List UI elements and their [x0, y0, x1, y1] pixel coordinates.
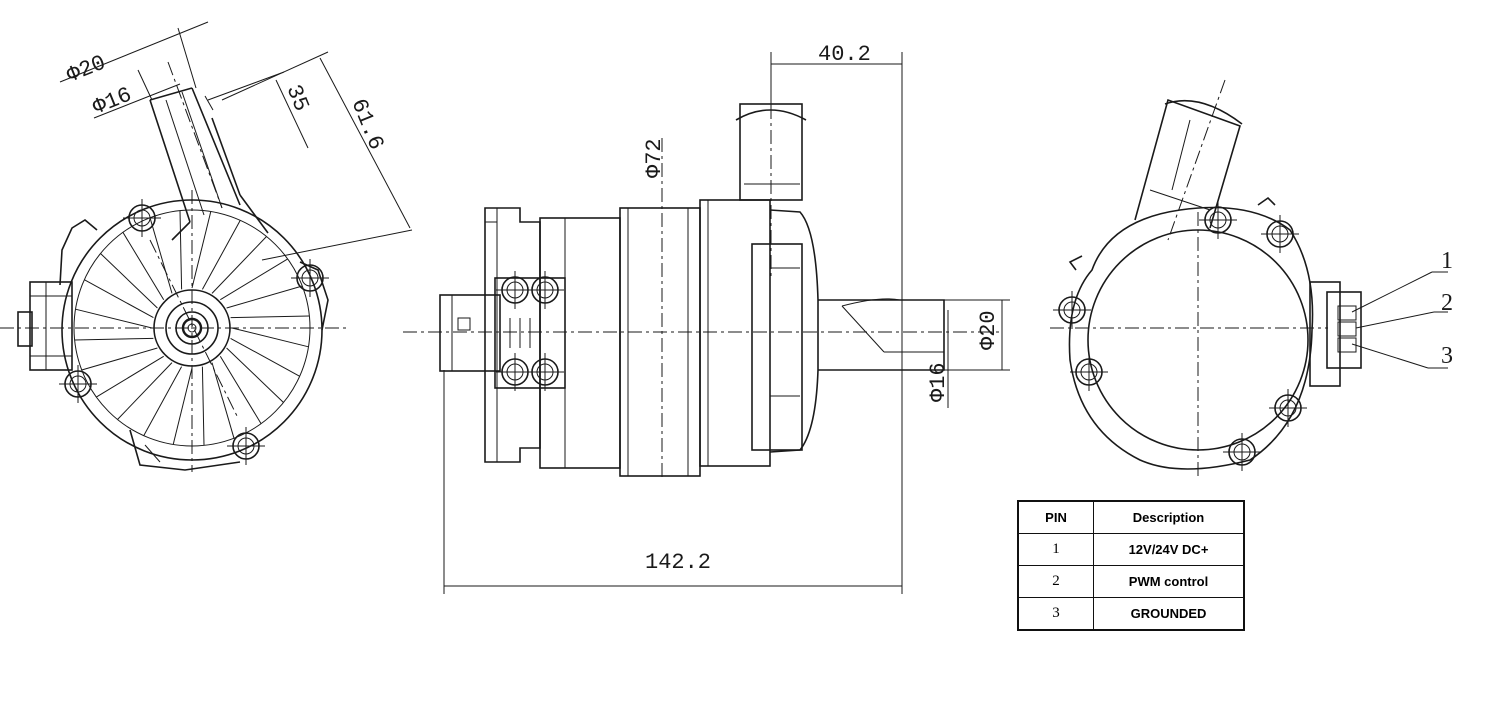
pin-callout-3: 3	[1441, 343, 1453, 369]
impeller-fin	[230, 337, 300, 377]
pin-number: 3	[1017, 597, 1094, 631]
impeller-fin	[191, 211, 212, 289]
table-row: 2 PWM control	[1017, 565, 1245, 598]
impeller-fin	[122, 232, 165, 300]
impeller-fin	[172, 367, 193, 445]
dim-402: 40.2	[818, 42, 871, 67]
dim-dia16-left: Φ16	[89, 82, 135, 120]
dim-35: 35	[281, 81, 314, 115]
pin-description-table: PIN Description 1 12V/24V DC+ 2 PWM cont…	[1017, 500, 1245, 631]
pin-description: PWM control	[1093, 565, 1245, 598]
impeller-fin	[143, 366, 183, 436]
pin-description: 12V/24V DC+	[1093, 533, 1245, 566]
rear-screw-1	[1198, 200, 1238, 240]
pin-callout-2: 2	[1441, 290, 1453, 316]
pin-number: 1	[1017, 533, 1094, 566]
side-pump-head	[699, 199, 771, 467]
front-housing	[17, 199, 329, 471]
rear-screw-3	[1052, 290, 1092, 330]
rear-connector	[1326, 291, 1362, 369]
impeller-fin	[230, 315, 310, 319]
side-rear-cover	[539, 217, 621, 469]
impeller-fin	[96, 355, 164, 398]
front-screw-right	[290, 258, 330, 298]
dim-dia20-right: Φ20	[976, 310, 1001, 350]
pin-description: GROUNDED	[1093, 597, 1245, 631]
impeller-fin	[149, 217, 173, 294]
impeller-fin	[75, 308, 153, 329]
side-screw-2	[525, 270, 565, 310]
pin-callout-1: 1	[1441, 248, 1453, 274]
pin-table-header: PIN Description	[1017, 500, 1245, 534]
side-right-inlet	[818, 299, 945, 371]
impeller-fin	[84, 279, 154, 319]
side-screw-4	[525, 352, 565, 392]
impeller-fin	[100, 253, 158, 309]
dim-dia20-left: Φ20	[63, 50, 109, 88]
rear-view: 1 2 3	[1050, 79, 1453, 480]
side-view: 40.2 142.2 Φ72 Φ20 Φ16	[403, 42, 1010, 594]
impeller-fin	[179, 210, 183, 290]
table-row: 1 12V/24V DC+	[1017, 533, 1245, 566]
rear-screw-2	[1260, 214, 1300, 254]
dim-616: 61.6	[346, 95, 389, 153]
impeller-fin	[219, 356, 262, 424]
dim-dia72: Φ72	[642, 138, 667, 178]
impeller-fin	[231, 327, 309, 348]
impeller-fin	[201, 220, 241, 290]
impeller-fin	[211, 362, 235, 439]
impeller-fin	[117, 362, 173, 420]
pin-number: 2	[1017, 565, 1094, 598]
impeller-fin	[226, 347, 284, 403]
pin-column-header: PIN	[1017, 500, 1094, 534]
dim-dia16-right: Φ16	[926, 362, 951, 402]
impeller-fin	[220, 258, 288, 301]
front-view: Φ20 Φ16 35 61.6	[0, 21, 413, 472]
side-connector-plug	[439, 294, 501, 372]
impeller-fin	[74, 337, 154, 341]
rear-outlet-pipe	[1134, 98, 1241, 229]
table-row: 3 GROUNDED	[1017, 597, 1245, 631]
impeller-fin	[81, 347, 158, 371]
description-column-header: Description	[1093, 500, 1245, 534]
front-outlet-pipe	[149, 61, 269, 241]
dim-1422: 142.2	[645, 550, 711, 575]
impeller-fin	[201, 366, 205, 446]
impeller-fin	[211, 236, 267, 294]
impeller-fin	[226, 285, 303, 309]
